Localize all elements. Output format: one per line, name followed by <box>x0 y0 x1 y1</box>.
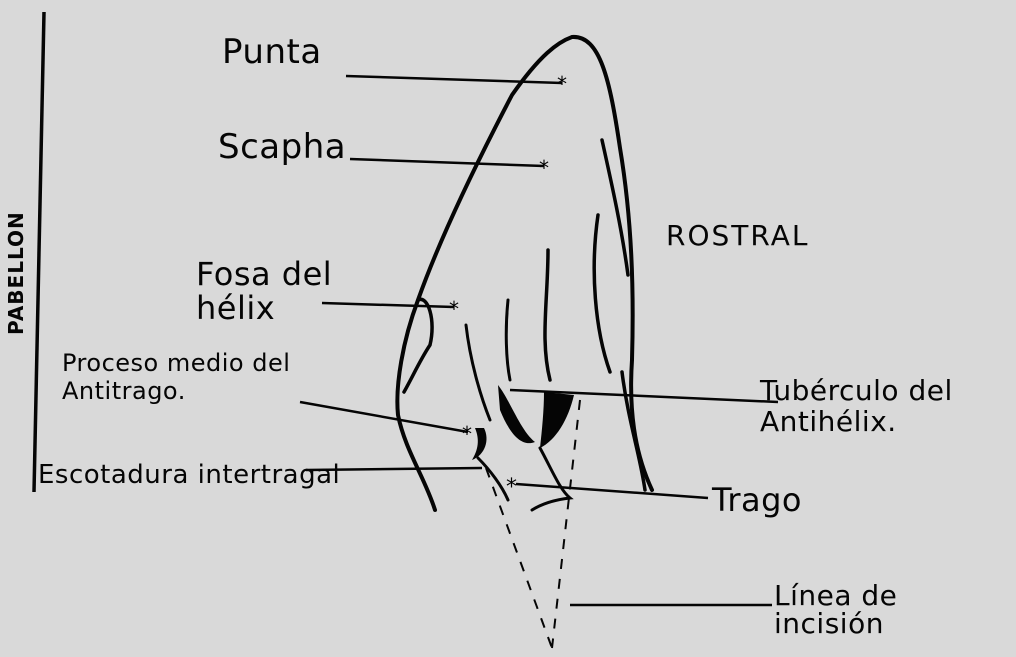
label-proceso: Proceso medio del Antitrago. <box>62 350 290 405</box>
lobe-line <box>622 372 645 490</box>
label-linea: Línea de incisión <box>774 582 1016 638</box>
concha-line-1 <box>466 325 490 420</box>
pointer-fosa <box>322 303 454 307</box>
label-fosa: Fosa del hélix <box>196 258 332 325</box>
pointer-proceso <box>300 402 468 432</box>
helix-fold <box>404 299 432 392</box>
side-label-pabellon: PABELLON <box>6 211 26 335</box>
scapha-ridge <box>602 140 628 275</box>
incision-line-right <box>552 400 580 648</box>
marker-trago: * <box>506 475 517 500</box>
marker-scapha: * <box>539 156 549 180</box>
antitragus-shape <box>498 385 535 443</box>
incision-line-left <box>486 468 552 648</box>
notch-contour <box>478 458 508 500</box>
label-trago: Trago <box>712 484 802 516</box>
tubercle-shape <box>540 392 574 448</box>
pointer-trago <box>516 484 708 498</box>
label-escotadura: Escotadura intertragal <box>38 462 340 488</box>
vertical-rule <box>34 12 44 492</box>
lower-contour <box>532 448 570 510</box>
pointer-punta <box>346 76 562 83</box>
concha-line-2 <box>506 300 510 380</box>
label-scapha: Scapha <box>218 130 346 164</box>
label-punta: Punta <box>222 35 322 69</box>
marker-fosa: * <box>449 297 459 321</box>
pointer-scapha <box>350 159 544 166</box>
label-rostral: ROSTRAL <box>666 222 809 250</box>
marker-punta: * <box>557 72 567 96</box>
label-tuberculo: Tubérculo del Antihélix. <box>760 376 953 438</box>
antihelix-ridge <box>545 250 550 380</box>
marker-proceso: * <box>462 422 472 446</box>
antihelix-crus <box>594 215 610 372</box>
tragus-shape <box>472 428 487 460</box>
